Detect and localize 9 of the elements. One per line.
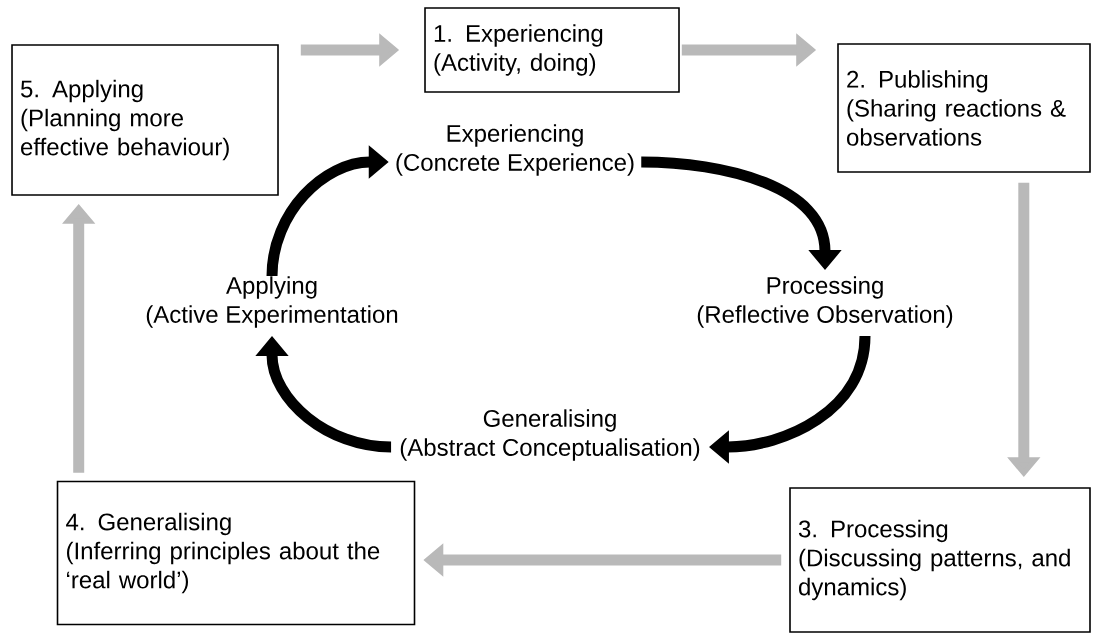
stage-label: Generalising (Abstract Conceptualisation)	[400, 409, 700, 461]
step-box: 4. Generalising (Inferring principles about the ‘real world’)	[56, 480, 416, 626]
stage-label: Experiencing (Concrete Experience)	[396, 124, 634, 176]
stage-label: Processing (Reflective Observation)	[697, 276, 953, 328]
step-box: 2. Publishing (Sharing reactions & observations	[837, 43, 1091, 173]
step-box: 3. Processing (Discussing patterns, and dynamics)	[789, 487, 1091, 633]
stage-label: Applying (Active Experimentation	[146, 276, 398, 328]
step-box: 1. Experiencing (Activity, doing)	[424, 7, 680, 93]
step-box: 5. Applying (Planning more effective behaviour)	[11, 44, 279, 196]
